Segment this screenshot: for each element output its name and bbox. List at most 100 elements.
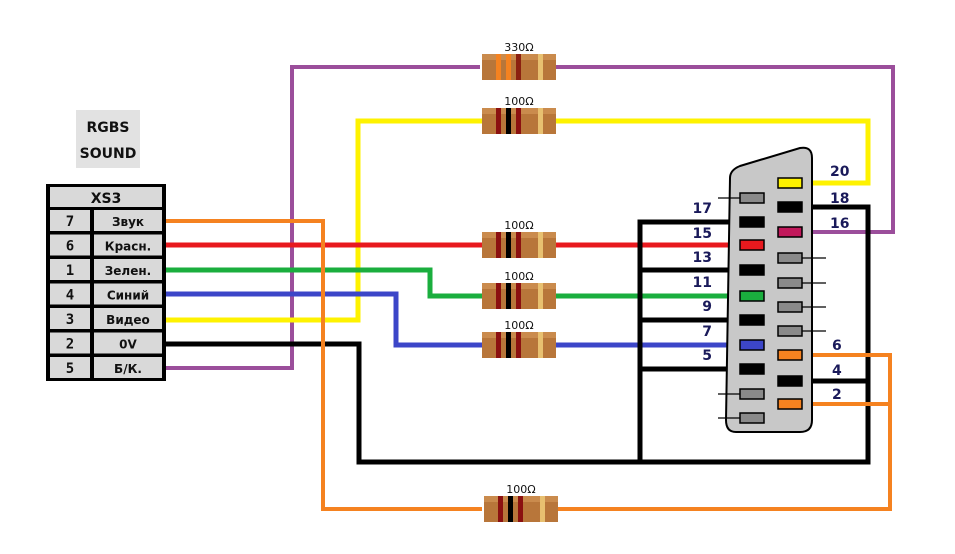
scart-pin-label-5: 5 (702, 348, 712, 364)
scart-pin (777, 325, 826, 337)
wire-video-out (556, 118, 871, 186)
pin-contact (777, 325, 803, 337)
scart-pin (739, 216, 765, 228)
scart-pin-label-7: 7 (702, 324, 712, 340)
scart-pin (777, 301, 826, 313)
pin-contact (739, 339, 765, 351)
resistor-band (506, 283, 511, 309)
resistor-value: 100Ω (504, 270, 533, 283)
wire-green (165, 267, 482, 299)
wires (165, 65, 895, 511)
xs3-signal-name: 0V (119, 338, 137, 352)
pin-contact (777, 349, 803, 361)
scart-body (724, 146, 813, 433)
xs3-row: 2 0V (50, 332, 162, 354)
pin-contact (739, 314, 765, 326)
resistor-band (516, 232, 521, 258)
wire-blank (165, 65, 480, 370)
label-rgbs: RGBS (86, 120, 129, 136)
pin-contact (739, 363, 765, 375)
scart-pin-label-13: 13 (693, 250, 712, 266)
resistor-red: 100Ω (482, 219, 556, 258)
wire-blank-out (556, 65, 895, 234)
resistor-band (496, 332, 501, 358)
xs3-pin-number: 6 (66, 239, 74, 255)
resistor-tolerance-band (538, 332, 543, 358)
xs3-signal-cell (94, 308, 162, 329)
resistor-band (506, 54, 511, 80)
xs3-title: XS3 (91, 191, 122, 207)
scart-pin-label-2: 2 (832, 387, 842, 403)
scart-pin-label-17: 17 (693, 201, 712, 217)
resistor-band (498, 496, 503, 522)
xs3-pin-number: 3 (66, 312, 74, 328)
resistor-value: 330Ω (504, 41, 533, 54)
pin-contact (739, 216, 765, 228)
pin-contact (739, 290, 765, 302)
resistor-band (506, 108, 511, 134)
pin-contact (777, 201, 803, 213)
xs3-signal-name: Синий (107, 289, 149, 303)
xs3-pin-cell (50, 259, 90, 280)
resistor-band (518, 496, 523, 522)
resistor-band (496, 108, 501, 134)
resistor-tolerance-band (538, 54, 543, 80)
scart-pin (777, 375, 803, 387)
xs3-pin-cell (50, 210, 90, 231)
scart-pin (777, 201, 803, 213)
xs3-pin-number: 7 (66, 214, 74, 230)
scart-pin-label-15: 15 (693, 226, 712, 242)
resistor-blank: 330Ω (482, 41, 556, 80)
pin-contact (739, 388, 765, 400)
xs3-pin-number: 1 (66, 263, 74, 279)
scart-pin (777, 349, 803, 361)
scart-pin (718, 388, 765, 400)
xs3-signal-cell (94, 332, 162, 354)
xs3-signal-name: Звук (112, 215, 144, 229)
resistor-green: 100Ω (482, 270, 556, 309)
resistor-band (496, 232, 501, 258)
xs3-pin-number: 5 (66, 361, 74, 377)
scart-pin (718, 192, 765, 204)
xs3-pin-number: 2 (66, 337, 74, 353)
rgbs-sound-label: RGBS SOUND (76, 110, 140, 168)
scart-pin (739, 314, 765, 326)
resistor-band (516, 54, 521, 80)
scart-pin (718, 412, 765, 424)
resistor-tolerance-band (538, 232, 543, 258)
resistor-band (496, 54, 501, 80)
resistor-band (506, 332, 511, 358)
resistor-video: 100Ω (482, 95, 556, 134)
xs3-title-cell (50, 187, 162, 207)
scart-pin-label-4: 4 (832, 363, 842, 379)
pin-contact (777, 277, 803, 289)
pin-contact (739, 192, 765, 204)
wire-blue (165, 291, 482, 348)
xs3-pin-number: 4 (66, 288, 74, 304)
resistor-band (516, 332, 521, 358)
scart-pin (739, 363, 765, 375)
scart-pin (777, 226, 803, 238)
resistor-audio: 100Ω (484, 483, 558, 522)
xs3-signal-cell (94, 283, 162, 305)
xs3-pin-cell (50, 357, 90, 378)
resistor-value: 100Ω (504, 95, 533, 108)
resistor-tolerance-band (538, 108, 543, 134)
scart-pin-label-11: 11 (693, 275, 712, 291)
scart-pin (739, 239, 765, 251)
scart-pin-label-18: 18 (830, 191, 849, 207)
pin-contact (777, 398, 803, 410)
xs3-pin-cell (50, 308, 90, 329)
xs3-row: 4 Синий (50, 283, 162, 305)
xs3-signal-cell (94, 357, 162, 378)
scart-pin (777, 398, 803, 410)
resistor-band (496, 283, 501, 309)
scart-pin-label-6: 6 (832, 338, 842, 354)
